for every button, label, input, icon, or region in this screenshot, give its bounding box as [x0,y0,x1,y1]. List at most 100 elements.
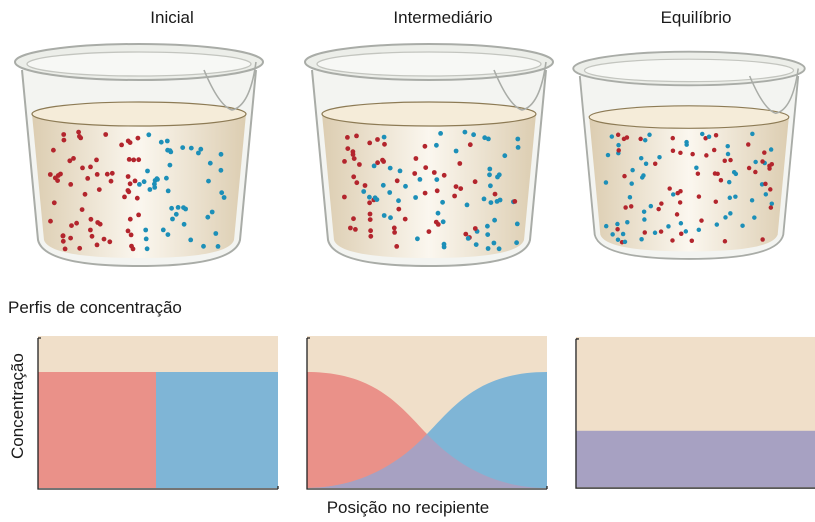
particle [670,148,676,153]
particle [441,244,447,250]
particle [740,223,745,228]
particle [753,169,758,175]
profile-initial [37,336,279,490]
particle [206,178,211,184]
particle [700,131,705,137]
particle [768,147,774,152]
particle [74,220,79,226]
particle [108,178,114,184]
particle [145,168,150,174]
particle [622,239,628,245]
particle [609,134,615,139]
particle [699,218,704,223]
particle [712,171,718,176]
particle [679,231,684,236]
particle [131,157,137,163]
particle [488,183,493,189]
particle [213,231,219,236]
particle [173,211,179,217]
particle [218,167,224,173]
particle [80,165,85,171]
particle [435,222,441,227]
particle [652,161,658,166]
particle [167,162,173,168]
particle [725,143,730,149]
particle [351,156,357,161]
particle [638,155,644,161]
particle [434,142,439,148]
particle [82,191,88,197]
particle [381,159,386,164]
y-axis-label: Concentração [8,353,27,459]
particle [678,150,683,156]
particle [362,183,368,188]
particle [77,245,83,251]
particle [481,196,487,202]
particle [357,162,362,167]
particle [603,180,609,185]
particle [403,183,408,189]
particle [684,142,689,147]
particle [625,220,630,225]
particle [434,188,440,194]
particle [71,156,76,161]
particle [375,137,380,142]
particle [615,237,621,242]
particle [728,157,733,163]
particle [512,199,518,204]
particle [722,239,728,244]
particle [435,210,441,216]
section-title: Perfis de concentração [8,298,182,317]
particle [85,176,91,181]
particle [103,132,109,137]
particle [615,132,621,138]
particle [126,157,132,162]
particle [657,154,662,160]
particle [723,215,728,220]
particle [495,174,500,180]
particle [652,230,658,236]
stage-title-intermediate: Intermediário [393,8,493,27]
particle [422,143,428,149]
particle [624,135,630,140]
particle [354,180,360,186]
particle [622,173,627,179]
particle [60,233,66,239]
particle [728,211,733,216]
particle [169,205,175,211]
particle [94,157,99,163]
particle [769,161,775,167]
particle [438,131,443,136]
beaker-spout [748,68,799,115]
particle [642,137,648,143]
particle [68,182,74,187]
particle [690,151,695,157]
particle [181,205,186,211]
particle [188,145,194,151]
particle [670,192,676,197]
particle [354,133,359,139]
particle [683,229,689,234]
particle [485,223,490,229]
particle [146,132,152,138]
particle [394,178,400,184]
particle [62,246,68,252]
particle [394,244,400,249]
particle [769,201,775,206]
particle [77,134,82,139]
particle [367,200,372,206]
particle [487,166,493,172]
blue-region [156,372,278,488]
particle [749,198,755,203]
particle [351,216,356,222]
particle [768,205,774,210]
particle [396,198,401,204]
particle [502,153,508,159]
particle [426,229,432,235]
particle [88,216,94,222]
particle [375,160,380,166]
panel-axes [306,337,548,490]
particle [638,136,643,142]
particle [485,232,491,238]
particles [47,129,227,252]
